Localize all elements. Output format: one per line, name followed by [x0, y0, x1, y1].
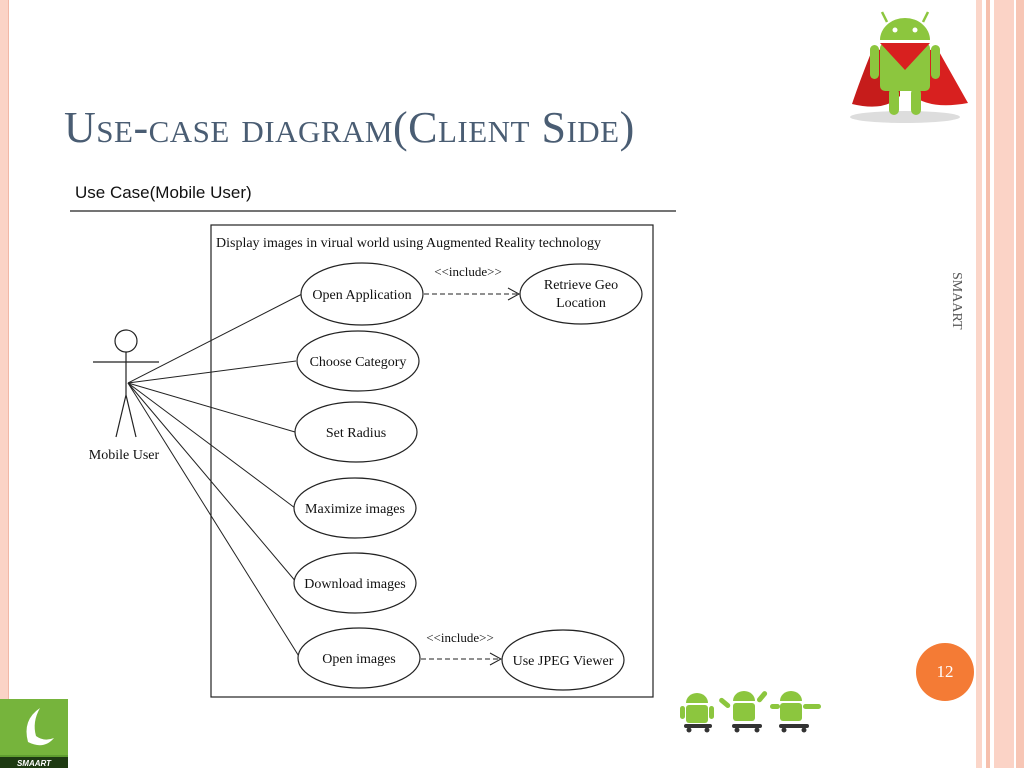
diagram-header: Use Case(Mobile User): [75, 183, 252, 202]
association-lines: [127, 293, 303, 659]
use-case-label: Set Radius: [326, 426, 386, 441]
include-arrowhead: [507, 287, 521, 301]
android-mascot-cape-icon: [850, 11, 968, 123]
use-case-open-application: [300, 262, 424, 326]
system-boundary-label: Display images in virual world using Aug…: [216, 236, 601, 251]
left-border: [0, 0, 9, 768]
logo-text: SMAART: [17, 759, 52, 768]
system-boundary: [210, 224, 654, 698]
use-case-label: Location: [556, 296, 606, 311]
smaart-logo: SMAART: [0, 699, 68, 768]
actor-label: Mobile User: [89, 448, 160, 463]
side-label: SMAART: [949, 272, 964, 330]
use-case-label: Retrieve Geo: [544, 278, 618, 293]
use-case-download-images: [293, 552, 417, 614]
use-case-choose-category: [296, 330, 420, 392]
slide-title: Use-case diagram(Client Side): [64, 103, 635, 152]
use-case-retrieve-geo-location: [519, 263, 643, 325]
include-stereotype: <<include>>: [434, 264, 502, 279]
use-case-use-jpeg-viewer: [501, 629, 625, 691]
use-case-label: Open Application: [312, 288, 411, 303]
use-case-label: Open images: [322, 652, 395, 667]
include-arrowhead: [489, 652, 503, 666]
use-case-maximize-images: [293, 477, 417, 539]
actor-stick-figure: [93, 329, 159, 438]
use-case-set-radius: [294, 401, 418, 463]
use-case-label: Choose Category: [310, 355, 407, 370]
use-case-open-images: [297, 627, 421, 689]
page-number-badge: 12: [916, 643, 974, 701]
use-case-label: Maximize images: [305, 502, 405, 517]
use-case-label: Download images: [304, 577, 405, 592]
skateboarding-androids-icon: [680, 691, 821, 733]
right-border-stripes: [976, 0, 1024, 768]
use-case-label: Use JPEG Viewer: [513, 654, 614, 669]
include-stereotype: <<include>>: [426, 630, 494, 645]
